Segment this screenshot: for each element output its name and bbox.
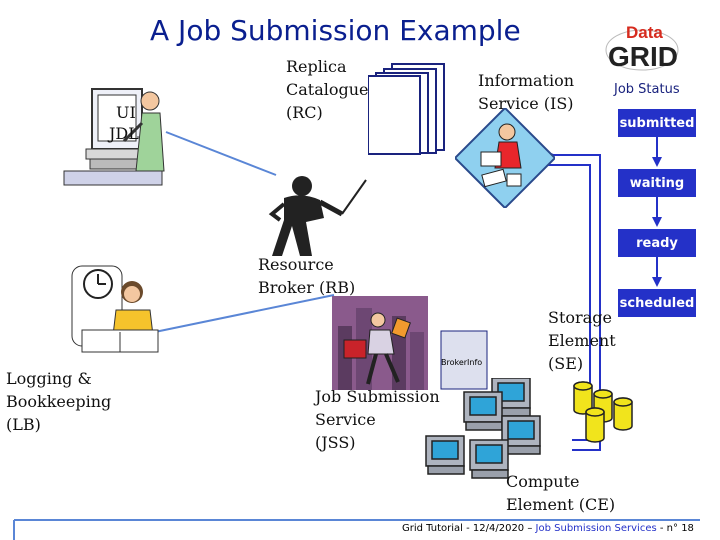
rc-label-line2: Catalogue: [286, 80, 369, 99]
ui-label-line2: JDL: [109, 124, 139, 143]
document-icon: [440, 330, 488, 390]
conductor-icon: [262, 170, 372, 260]
logo-bottom-text: GRID: [608, 41, 678, 72]
ui-label-line1: UI: [116, 103, 136, 122]
jss-label-line1: Job Submission: [315, 387, 440, 406]
clock-person-icon: [62, 262, 162, 360]
lb-label-line3: (LB): [6, 415, 41, 434]
lb-label-line2: Bookkeeping: [6, 392, 112, 411]
se-label-line2: Element: [548, 331, 616, 350]
rc-label-line1: Replica: [286, 57, 347, 76]
running-person-icon: [332, 296, 428, 390]
database-icon: [572, 380, 640, 446]
rc-label-line3: (RC): [286, 103, 323, 122]
ce-label-line2: Element (CE): [506, 495, 616, 514]
person-at-computer-icon: [62, 75, 172, 190]
is-label-line1: Information: [478, 71, 575, 90]
footer: Grid Tutorial - 12/4/2020 – Job Submissi…: [402, 523, 694, 534]
jss-label-line2: Service: [315, 410, 376, 429]
rb-label-line1: Resource: [258, 255, 334, 274]
is-label-line2: Service (IS): [478, 94, 574, 113]
lb-label-line1: Logging &: [6, 369, 92, 388]
page-title: A Job Submission Example: [150, 14, 521, 47]
se-label-line1: Storage: [548, 308, 612, 327]
computer-icon: [424, 377, 564, 484]
status-waiting: waiting: [618, 169, 696, 197]
rb-label-line2: Broker (RB): [258, 278, 356, 297]
ce-label-line1: Compute: [506, 472, 580, 491]
footer-suffix: - n° 18: [659, 523, 694, 534]
logo-top-text: Data: [626, 23, 663, 42]
status-scheduled: scheduled: [618, 289, 696, 317]
status-ready: ready: [618, 229, 696, 257]
status-submitted: submitted: [618, 109, 696, 137]
reading-person-icon: [453, 106, 557, 210]
datagrid-logo: Data GRID: [604, 18, 680, 74]
documents-stack-icon: [367, 60, 448, 156]
footer-prefix: Grid Tutorial - 12/4/2020 –: [402, 523, 533, 534]
job-status-title: Job Status: [614, 82, 680, 97]
job-status-arrows: [652, 137, 662, 287]
broker-info-label: BrokerInfo: [441, 358, 483, 367]
footer-section: Job Submission Services: [535, 523, 657, 534]
se-label-line3: (SE): [548, 354, 584, 373]
jss-label-line3: (JSS): [315, 433, 356, 452]
